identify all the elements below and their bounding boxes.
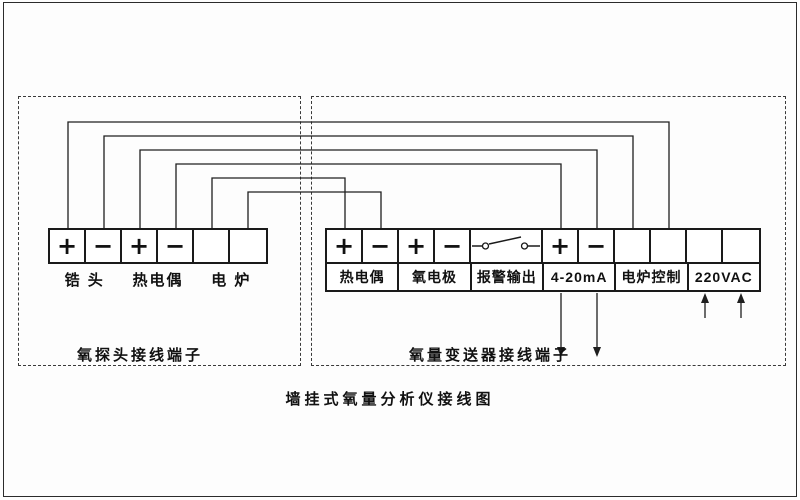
diagram-title: 墙挂式氧量分析仪接线图	[285, 391, 495, 408]
transmitter-group-label: 热电偶	[327, 264, 400, 290]
terminal-cell: −	[158, 230, 194, 262]
probe-group-label: 锆 头	[64, 271, 105, 289]
terminal-cell: −	[435, 230, 471, 262]
page-border	[3, 2, 797, 497]
transmitter-group-label: 氧电极	[399, 264, 472, 290]
probe-group-label: 热电偶	[132, 271, 184, 289]
transmitter-group-label: 电炉控制	[616, 264, 689, 290]
transmitter-terminal-row: +−+−+−	[325, 228, 761, 264]
terminal-cell: +	[399, 230, 435, 262]
terminal-cell: −	[86, 230, 122, 262]
probe-terminal-row: +−+−	[48, 228, 268, 264]
terminal-cell: −	[363, 230, 399, 262]
transmitter-group-label: 报警输出	[472, 264, 544, 290]
empty-terminal-cell	[615, 230, 651, 262]
probe-box-caption: 氧探头接线端子	[76, 347, 203, 364]
terminal-cell: +	[543, 230, 579, 262]
empty-terminal-cell	[194, 230, 230, 262]
empty-terminal-cell	[687, 230, 723, 262]
probe-group-label: 电 炉	[211, 271, 252, 289]
transmitter-group-label: 4-20mA	[544, 264, 617, 290]
transmitter-box-caption: 氧量变送器接线端子	[408, 347, 571, 364]
probe-terminal-dashed-box	[18, 96, 301, 366]
alarm-contact-cell	[471, 230, 543, 262]
empty-terminal-cell	[230, 230, 266, 262]
terminal-cell: +	[50, 230, 86, 262]
terminal-cell: +	[327, 230, 363, 262]
empty-terminal-cell	[651, 230, 687, 262]
empty-terminal-cell	[723, 230, 759, 262]
probe-terminal-labels: 锆 头 热电偶 电 炉	[48, 266, 268, 292]
terminal-cell: +	[122, 230, 158, 262]
alarm-contact-icon	[472, 236, 540, 250]
transmitter-group-label: 220VAC	[694, 269, 753, 285]
transmitter-terminal-dashed-box	[311, 96, 786, 366]
terminal-cell: −	[579, 230, 615, 262]
